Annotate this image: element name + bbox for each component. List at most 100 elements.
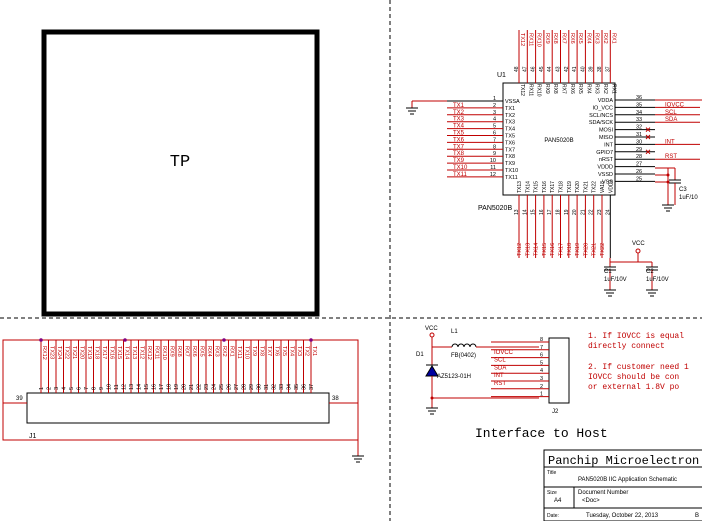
u1-bottom-pin-name: TX21 <box>583 181 589 193</box>
tb-company: Panchip Microelectron <box>548 454 699 468</box>
u1-left-pin-name: TX4 <box>505 127 515 133</box>
u1-bottom-net-label: TX12 <box>517 243 523 256</box>
u1-bottom-pin-number: 16 <box>539 209 545 215</box>
u1-right-net-label: RST <box>665 154 677 160</box>
u1-right-net-label: SDA <box>665 117 677 123</box>
u1-top-pin-name: RX8 <box>552 84 558 94</box>
u1-left-pin-name: VSSA <box>505 99 520 105</box>
u1-right-pin-number: 32 <box>636 125 642 131</box>
u1-right-pin-name: SCL/NCS <box>589 113 613 119</box>
j2-net-label: INT <box>494 373 504 379</box>
u1-right-pin-name: MOSI <box>599 128 614 134</box>
j1-net-label: TX4 <box>289 346 295 356</box>
j1-net-label: TX15 <box>116 346 122 359</box>
j1-pin-number: 6 <box>77 387 83 390</box>
j1-pin-number: 36 <box>302 384 308 390</box>
u1-bottom-pin-name: TX13 <box>517 181 523 193</box>
vss-ground-net <box>655 167 674 212</box>
u1-left-net-label: TX11 <box>453 172 468 178</box>
u1-bottom-pin-name: VDD3 <box>608 179 614 193</box>
j1-ref: J1 <box>29 433 37 440</box>
u1-left-pin-name: TX3 <box>505 120 515 126</box>
u1-right-pin-name: nRST <box>599 157 614 163</box>
d1-ref: D1 <box>416 352 424 358</box>
u1-top-pin-name: RX10 <box>536 84 542 97</box>
u1-bottom-pins: TX1313TX12TX1414TX13TX1515TX14TX1616TX15… <box>514 179 614 262</box>
u1-top-net-label: RX8 <box>552 33 558 44</box>
j1-net-label: TX18 <box>94 346 100 359</box>
u1-right-pin-name: SDA/SCK <box>589 120 613 126</box>
u1-left-net-label: TX6 <box>453 137 465 143</box>
u1-top-pin-name: RX5 <box>577 84 583 94</box>
u1-bottom-pin-name: TX22 <box>592 181 598 193</box>
j2-pin-number: 1 <box>540 392 543 398</box>
j1-net-label: RX10 <box>161 346 167 360</box>
j1-net-label: RX1 <box>229 346 235 357</box>
u1-bottom-net-label: TX14 <box>534 243 540 256</box>
u1-part-name-bottom: PAN5020B <box>478 205 512 212</box>
u1-right-pin-name: IO_VCC <box>593 105 614 111</box>
j1-net-label: TX3 <box>296 346 302 356</box>
j1-net-label: TX7 <box>266 346 272 356</box>
no-connect-mark <box>645 134 651 140</box>
l1-inductor <box>451 343 477 348</box>
j1-net-label: RX5 <box>199 346 205 357</box>
j1-pin-number: 7 <box>84 387 90 390</box>
j1-net-label: TX22 <box>64 346 70 359</box>
u1-top-pin-name: RX11 <box>527 84 533 96</box>
j1-pin-number: 35 <box>294 384 300 390</box>
j1-pin-number: 16 <box>152 384 158 390</box>
j1-net-label: TX20 <box>79 346 85 359</box>
j1-net-label: RX9 <box>169 346 175 357</box>
u1-bottom-pin-name: TX18 <box>559 181 565 193</box>
j1-pin-number: 27 <box>234 384 240 390</box>
tb-title-label: Title <box>547 470 556 476</box>
host-interface: VCC L1 FB(0402) D1 AZ5123-01H J2 87IOVCC… <box>416 326 608 441</box>
j2-pin-number: 2 <box>540 384 543 390</box>
u1-right-pin-name: GPIO7 <box>596 150 613 156</box>
j2-pin-number: 3 <box>540 376 543 382</box>
u1-left-pin-name: TX7 <box>505 147 515 153</box>
j1-pin-number: 28 <box>242 384 248 390</box>
j1-pin-number: 30 <box>257 384 263 390</box>
j1-pin-number: 9 <box>99 387 105 390</box>
j1-bus-outline <box>2 339 359 441</box>
j2-pin-number: 5 <box>540 360 543 366</box>
j1-pin-number: 5 <box>69 387 75 390</box>
c3-value: 1uF/10 <box>679 195 698 201</box>
u1-top-pin-number: 46 <box>531 66 537 72</box>
u1-top-net-label: RX3 <box>594 33 600 44</box>
j1-net-label: TX21 <box>71 346 77 359</box>
u1-right-pin-number: 25 <box>636 176 642 182</box>
c2-ref: C2 <box>646 269 654 275</box>
j1-pin-number: 37 <box>309 384 315 390</box>
c3-ref: C3 <box>679 187 687 193</box>
j1-net-label: TX10 <box>244 346 250 359</box>
u1-right-pin-name: MISO <box>599 135 614 141</box>
j1-pin-number: 17 <box>159 384 165 390</box>
j1-net-label: TX16 <box>109 346 115 359</box>
vcc-decoupling: VCC C1 1uF/10V C2 1uF/10V <box>604 241 669 297</box>
j1-pins: RX121TX232TX243TX224TX215TX206TX197TX188… <box>39 338 317 393</box>
j1-pin-number: 4 <box>62 387 68 390</box>
u1-bottom-net-label: TX16 <box>550 243 556 256</box>
bus-junction-dot <box>222 338 226 342</box>
u1-bottom-pin-name: TX19 <box>567 181 573 193</box>
u1-top-pin-number: 41 <box>572 66 578 72</box>
u1-top-net-label: RX4 <box>585 33 591 44</box>
host-title: Interface to Host <box>475 426 608 441</box>
u1-left-net-label: TX8 <box>453 151 465 157</box>
u1-right-pin-number: 36 <box>636 95 642 101</box>
j1-net-label: TX8 <box>259 346 265 356</box>
u1-ref: U1 <box>497 72 506 79</box>
j2-pin-number: 6 <box>540 353 543 359</box>
tp-label: TP <box>170 153 190 172</box>
tb-size: A4 <box>554 498 562 504</box>
j1-pin-number: 8 <box>92 387 98 390</box>
no-connect-mark <box>645 149 651 155</box>
c1-ref: C1 <box>604 269 612 275</box>
u1-right-pin-number: 30 <box>636 139 642 145</box>
j1-pin-left: 39 <box>16 396 23 402</box>
